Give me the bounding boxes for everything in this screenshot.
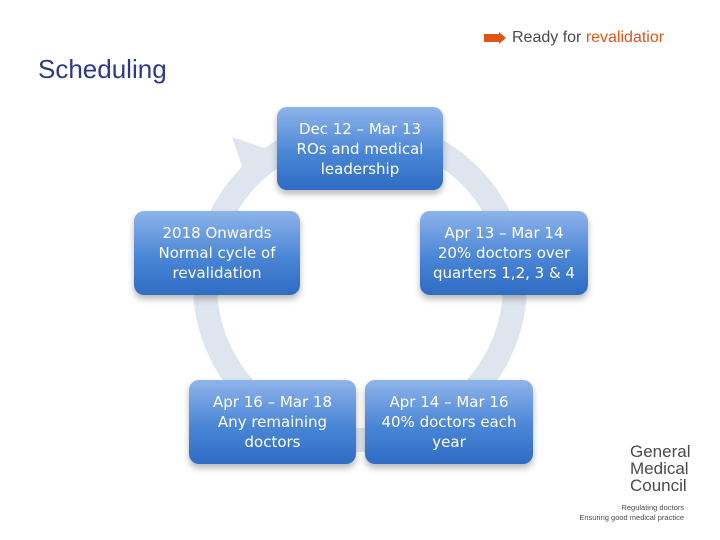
brand-prefix: Ready for — [512, 29, 586, 46]
box-line: ROs and medical — [296, 139, 424, 158]
arrow-icon — [484, 32, 506, 44]
gmc-tagline-line: Ensuring good medical practice — [579, 513, 684, 522]
brand-text: Ready for revalidatior — [512, 29, 664, 47]
cycle-box-onwards: 2018 Onwards Normal cycle of revalidatio… — [134, 211, 300, 295]
cycle-box-apr14: Apr 14 – Mar 16 40% doctors each year — [365, 380, 533, 464]
box-line: Normal cycle of — [158, 244, 276, 262]
box-line: doctors — [244, 433, 301, 451]
gmc-name: General Medical Council — [630, 443, 690, 494]
box-line: 40% doctors each — [381, 413, 517, 431]
box-line: 2018 Onwards — [162, 224, 272, 242]
box-line: leadership — [320, 159, 400, 178]
box-line: quarters 1,2, 3 & 4 — [433, 264, 575, 282]
cycle-arrowhead-icon — [232, 137, 276, 178]
cycle-box-dec12: Dec 12 – Mar 13 ROs and medical leadersh… — [277, 107, 443, 190]
page-title: Scheduling — [38, 54, 167, 84]
box-line: revalidation — [172, 264, 262, 282]
cycle-box-apr16: Apr 16 – Mar 18 Any remaining doctors — [189, 380, 356, 464]
gmc-name-line: Council — [630, 476, 687, 495]
box-line: Apr 16 – Mar 18 — [213, 393, 332, 411]
cycle-box-apr13: Apr 13 – Mar 14 20% doctors over quarter… — [420, 211, 588, 295]
box-line: Apr 13 – Mar 14 — [444, 224, 564, 242]
brand-logo: Ready for revalidatior — [484, 28, 664, 48]
box-line: Dec 12 – Mar 13 — [298, 119, 422, 138]
gmc-tagline: Regulating doctors Ensuring good medical… — [579, 503, 684, 523]
box-line: year — [432, 433, 466, 451]
box-line: Any remaining — [217, 413, 328, 431]
box-line: Apr 14 – Mar 16 — [389, 393, 509, 411]
box-line: 20% doctors over — [437, 244, 571, 262]
gmc-tagline-line: Regulating doctors — [621, 503, 684, 512]
brand-accent: revalidatior — [585, 29, 665, 46]
gmc-name-line: Medical — [630, 459, 689, 478]
gmc-name-line: General — [630, 442, 691, 461]
